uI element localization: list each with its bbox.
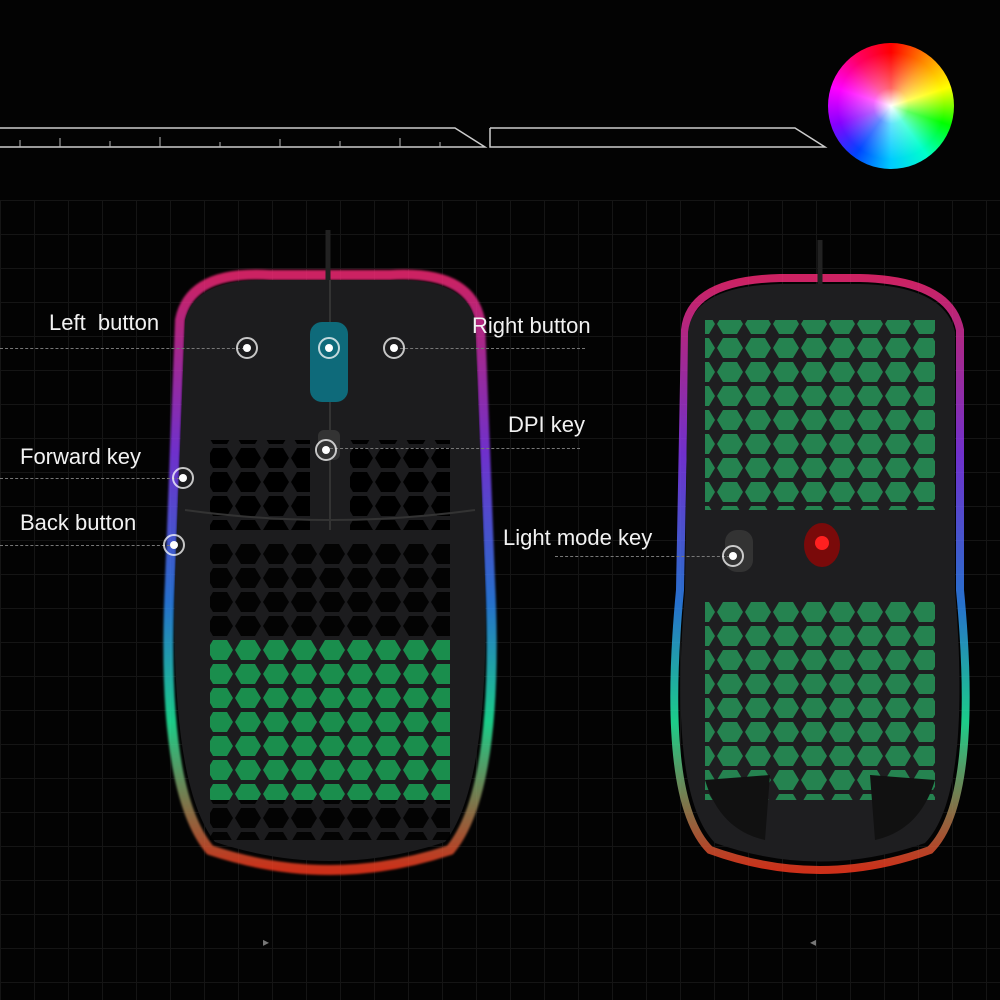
light-mode-key-marker <box>722 545 744 567</box>
header-lines <box>0 127 828 148</box>
left-button-marker <box>236 337 258 359</box>
label-light-mode-key: Light mode key <box>503 525 653 550</box>
forward-key-leader <box>0 478 180 479</box>
dpi-key-leader <box>330 448 580 449</box>
label-right-button: Right button <box>472 313 591 338</box>
back-button-leader <box>0 545 170 546</box>
left-button-leader <box>0 348 245 349</box>
scroll-wheel-marker <box>318 337 340 359</box>
label-back-button: Back button <box>20 510 137 535</box>
mouse-bottom-view <box>670 240 970 874</box>
arrow-left-icon: ◂ <box>810 935 817 949</box>
rgb-color-wheel <box>828 43 954 169</box>
label-dpi-key: DPI key <box>508 412 586 437</box>
right-button-marker <box>383 337 405 359</box>
label-left-button: Left button <box>49 310 160 335</box>
mouse-top-view <box>163 230 497 875</box>
light-mode-key-leader <box>555 556 730 557</box>
label-forward-key: Forward key <box>20 444 142 469</box>
dpi-key-marker <box>315 439 337 461</box>
arrow-right-icon: ▸ <box>263 935 270 949</box>
back-button-marker <box>163 534 185 556</box>
right-button-leader <box>395 348 585 349</box>
forward-key-marker <box>172 467 194 489</box>
